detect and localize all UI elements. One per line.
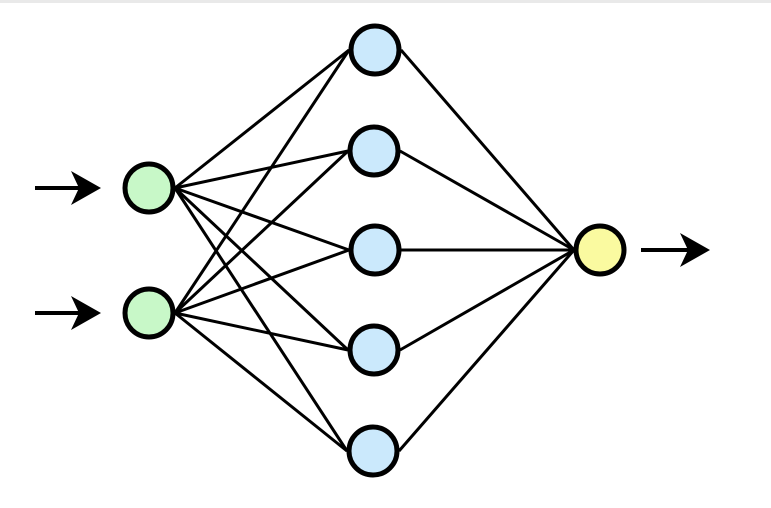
hidden-node-3 <box>348 223 402 277</box>
input-node-1 <box>122 161 176 215</box>
edge-input-node-1-to-hidden-node-3 <box>174 186 350 252</box>
input-node-2 <box>122 286 176 340</box>
nodes-layer <box>122 23 627 478</box>
edge-hidden-node-1-to-output-node-1 <box>399 49 576 251</box>
edge-input-node-2-to-hidden-node-4 <box>174 311 349 352</box>
window-top-border <box>0 0 771 3</box>
edge-input-node-1-to-hidden-node-5 <box>173 187 349 452</box>
hidden-node-2 <box>347 124 401 178</box>
input-arrow-1-icon <box>35 171 101 205</box>
output-arrow-icon <box>641 233 710 267</box>
input-arrow-2-head <box>71 296 101 330</box>
hidden-node-4 <box>347 323 401 377</box>
edge-hidden-node-5-to-output-node-1 <box>397 249 576 452</box>
edge-input-node-1-to-hidden-node-1 <box>174 48 350 190</box>
edge-input-node-2-to-hidden-node-2 <box>173 149 350 315</box>
input-arrow-2-icon <box>35 296 101 330</box>
output-arrow-head <box>680 233 710 267</box>
edge-hidden-node-4-to-output-node-1 <box>399 248 575 352</box>
edge-input-node-1-to-hidden-node-4 <box>173 186 350 352</box>
edge-input-node-1-to-hidden-node-2 <box>174 149 349 190</box>
input-arrow-1-head <box>71 171 101 205</box>
arrows-layer <box>35 171 710 330</box>
edge-input-node-2-to-hidden-node-5 <box>174 311 348 453</box>
hidden-node-5 <box>346 424 400 478</box>
edge-input-node-2-to-hidden-node-3 <box>174 248 350 315</box>
edges-layer <box>173 48 576 453</box>
edge-hidden-node-2-to-output-node-1 <box>399 149 575 252</box>
hidden-node-1 <box>348 23 402 77</box>
output-node-1 <box>573 223 627 277</box>
edge-input-node-2-to-hidden-node-1 <box>173 49 351 314</box>
